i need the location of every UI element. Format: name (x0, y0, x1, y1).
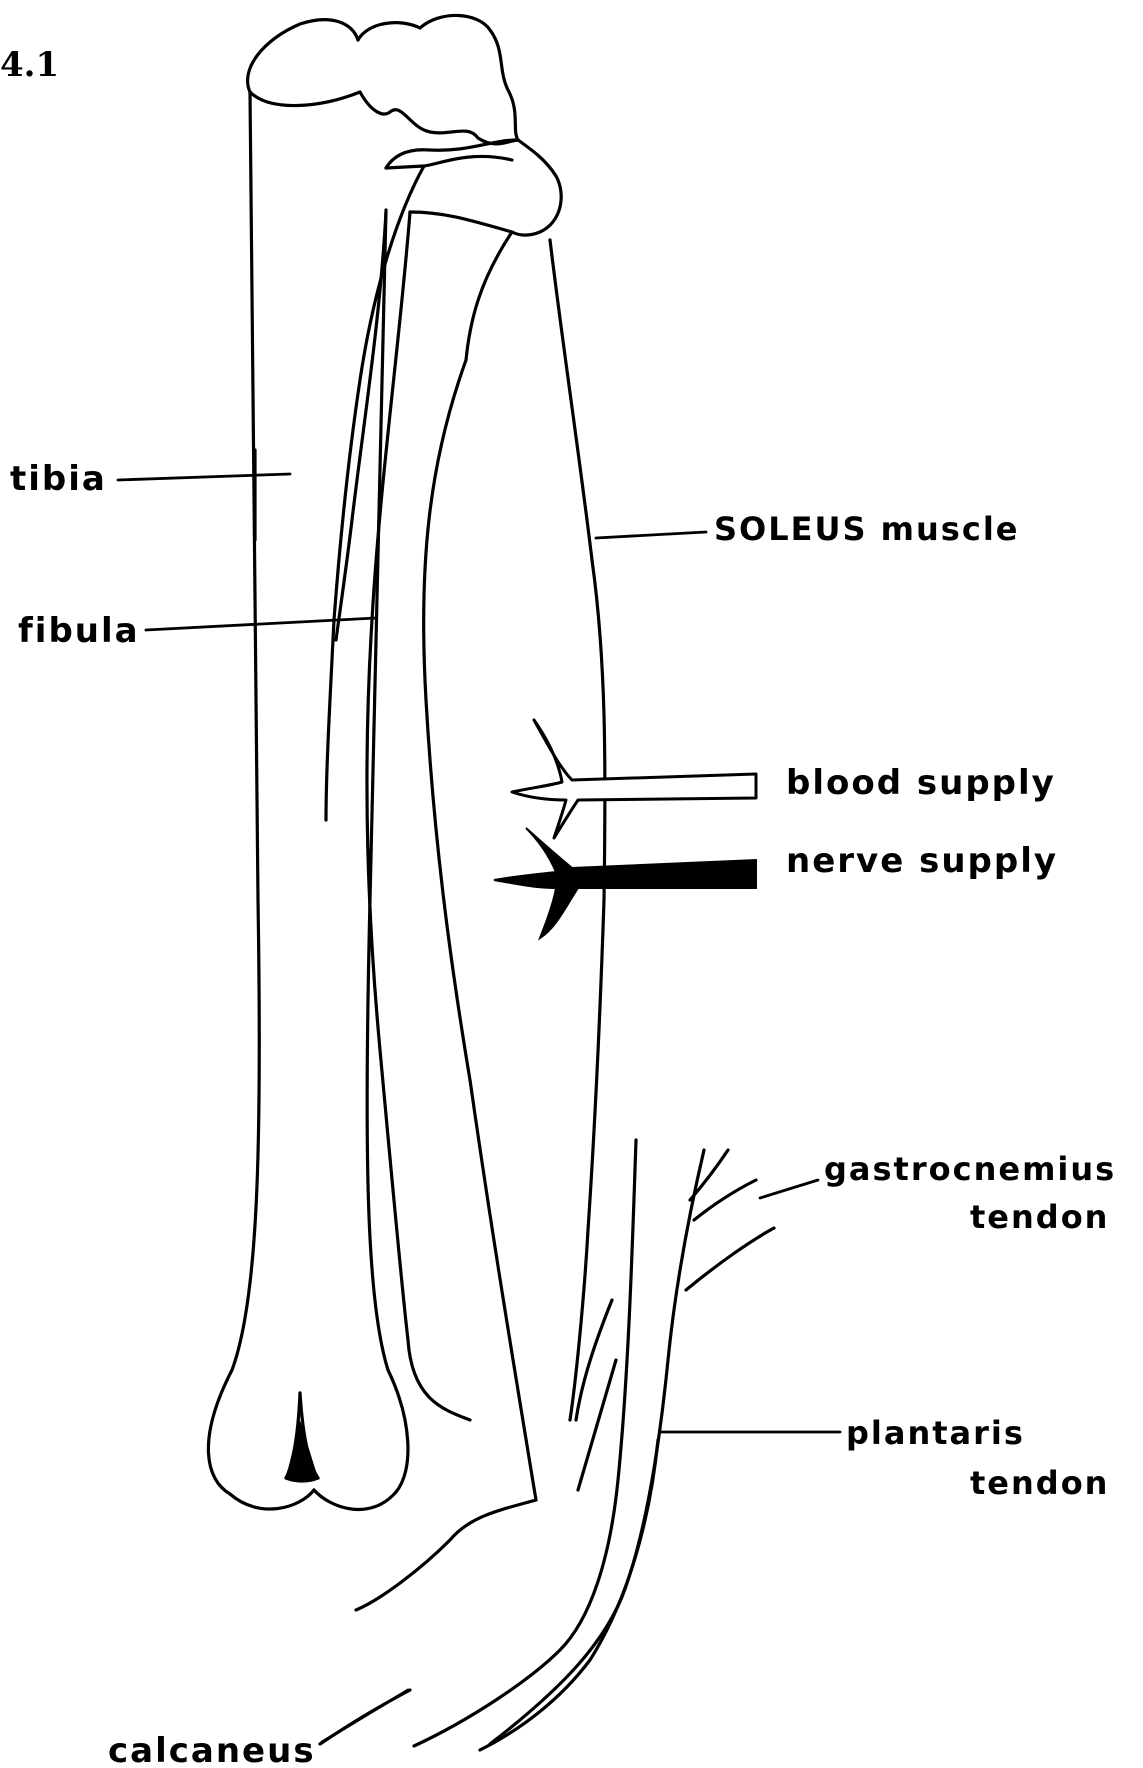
nerve-supply-nerve (494, 828, 756, 938)
gastrocnemius-leader (760, 1180, 818, 1198)
soleus-label: SOLEUS muscle (714, 510, 1019, 548)
tendons (414, 1140, 774, 1750)
leader-lines (118, 474, 840, 1742)
calcaneus-leader (322, 1690, 408, 1742)
plantaris-label-line2: tendon (970, 1464, 1109, 1502)
fibula-label: fibula (18, 611, 140, 651)
figure-number: 4.1 (0, 45, 59, 85)
nerve-supply-label: nerve supply (786, 841, 1058, 881)
blood-supply-label: blood supply (786, 763, 1056, 803)
tibia-label: tibia (10, 459, 107, 499)
blood-supply-vessel (512, 720, 756, 838)
fibula-bone (326, 166, 536, 1610)
gastrocnemius-label-line1: gastrocnemius (824, 1150, 1116, 1188)
soleus-leader (596, 532, 706, 538)
gastrocnemius-label-line2: tendon (970, 1198, 1109, 1236)
plantaris-label-line1: plantaris (846, 1414, 1025, 1452)
calcaneus-label: calcaneus (108, 1731, 316, 1768)
fibula-leader (146, 618, 376, 630)
knee-joint (358, 15, 561, 235)
tibia-leader (118, 474, 290, 480)
tibia-bone (208, 20, 408, 1510)
